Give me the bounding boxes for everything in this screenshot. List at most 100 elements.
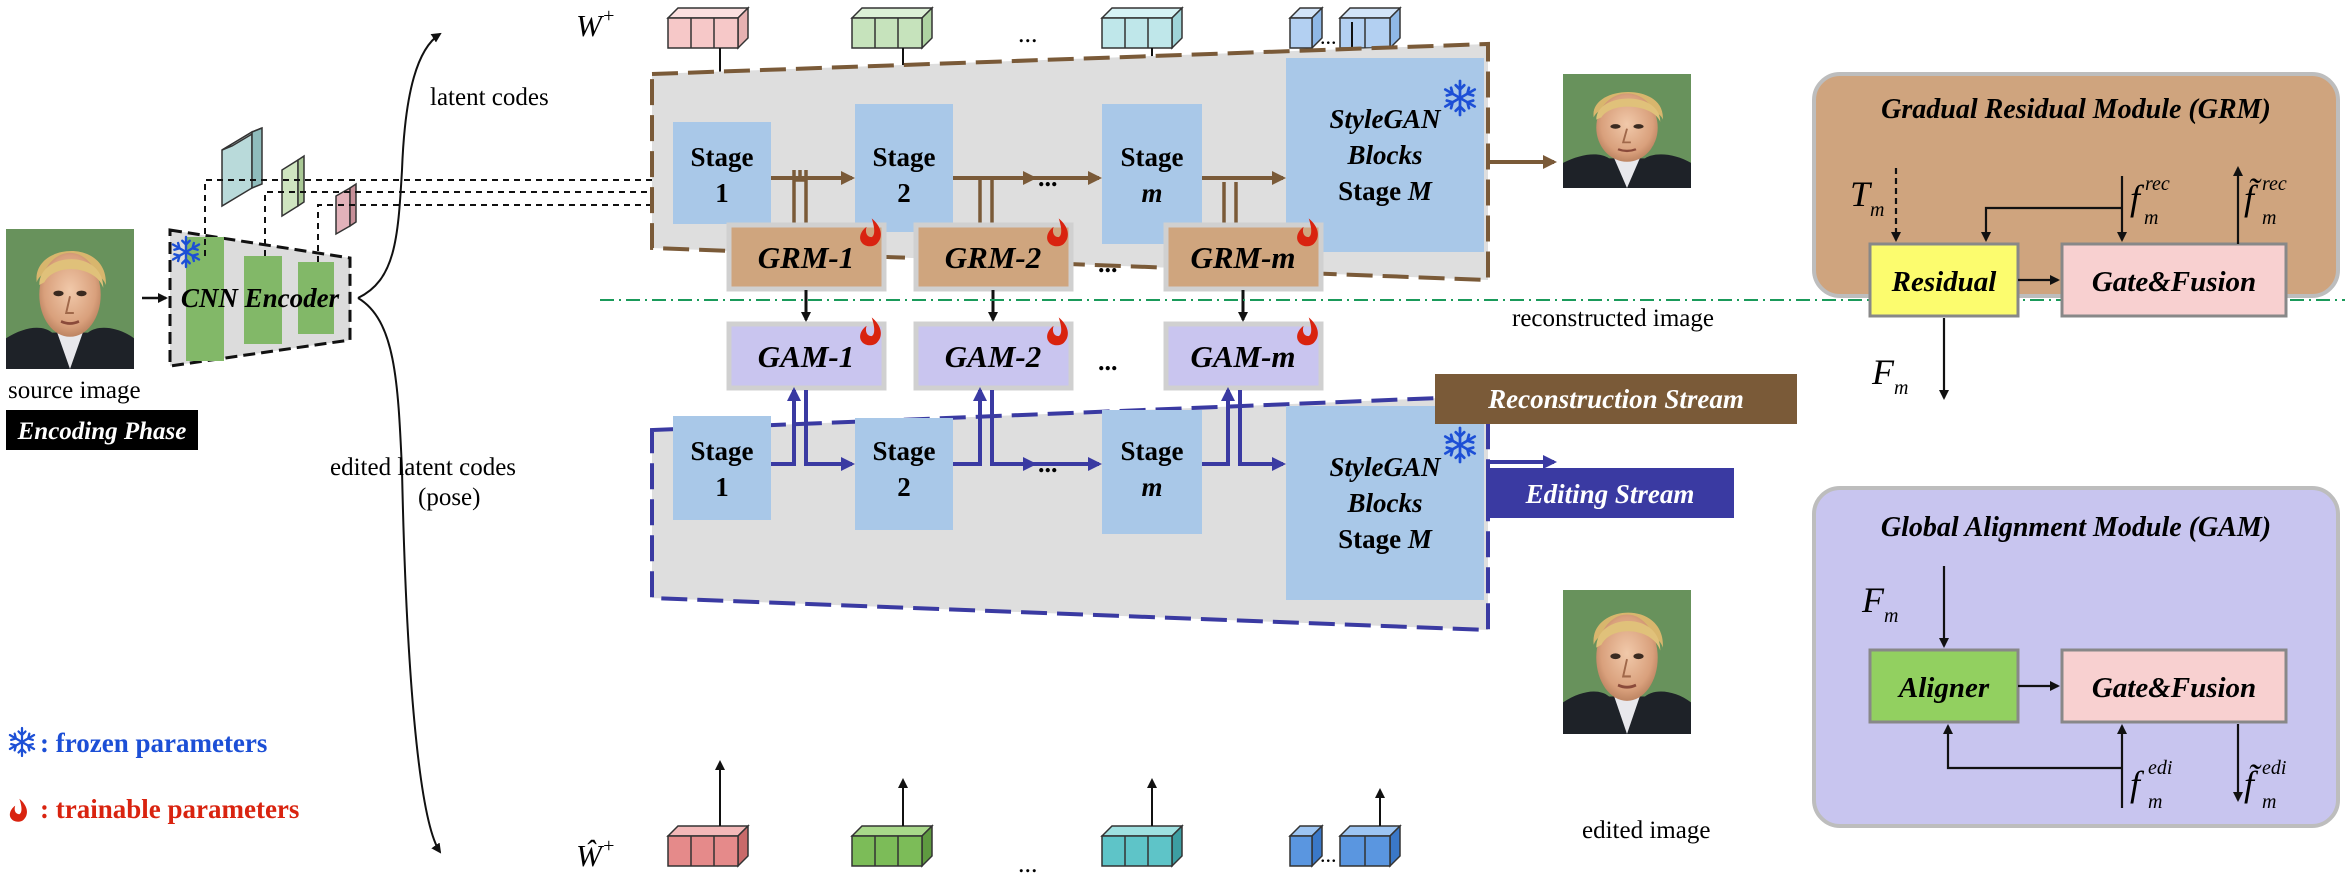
grm-to-gam-arrows bbox=[801, 290, 1248, 322]
svg-text:Stage: Stage bbox=[691, 436, 754, 466]
edited-image-label: edited image bbox=[1582, 817, 1710, 844]
svg-text:edi: edi bbox=[2262, 757, 2286, 779]
cnn-encoder-label: CNN Encoder bbox=[181, 283, 340, 313]
gam-2: GAM-2 bbox=[913, 317, 1074, 391]
legend-flame-icon bbox=[9, 798, 27, 822]
svg-text:...: ... bbox=[1320, 842, 1337, 867]
svg-text:Aligner: Aligner bbox=[1897, 672, 1990, 704]
svg-text:m: m bbox=[2262, 207, 2276, 229]
svg-text:Stage M: Stage M bbox=[1338, 176, 1433, 206]
svg-text:Blocks: Blocks bbox=[1346, 488, 1422, 518]
svg-text:rec: rec bbox=[2262, 173, 2287, 195]
reconstructed-image bbox=[1561, 72, 1693, 190]
edited-latent-cube-2 bbox=[850, 824, 934, 868]
gam-m: GAM-m bbox=[1163, 317, 1324, 391]
svg-text:edi: edi bbox=[2148, 757, 2172, 779]
svg-text:Fm: Fm bbox=[1861, 580, 1898, 627]
gam-panel: Global Alignment Module (GAM) Aligner Ga… bbox=[1812, 486, 2340, 828]
svg-text:m: m bbox=[2262, 791, 2276, 813]
svg-text:Stage: Stage bbox=[873, 142, 936, 172]
source-image bbox=[4, 227, 136, 371]
edited-latent-cube-1 bbox=[666, 824, 750, 868]
svg-text:1: 1 bbox=[715, 178, 729, 208]
encoding-phase-label: Encoding Phase bbox=[17, 418, 187, 445]
grm-panel-title: Gradual Residual Module (GRM) bbox=[1881, 94, 2271, 125]
svg-text:1: 1 bbox=[715, 472, 729, 502]
gam-ellipsis: ... bbox=[1098, 347, 1118, 376]
svg-text:GRM-m: GRM-m bbox=[1190, 240, 1295, 275]
grm-ellipsis: ... bbox=[1098, 249, 1118, 278]
svg-text:...: ... bbox=[1320, 24, 1337, 49]
svg-text:GAM-2: GAM-2 bbox=[945, 339, 1041, 374]
svg-text:GRM-1: GRM-1 bbox=[758, 240, 854, 275]
edit-stage-1 bbox=[673, 416, 771, 520]
svg-text:Blocks: Blocks bbox=[1346, 140, 1422, 170]
edit-ellipsis: ... bbox=[1038, 449, 1058, 478]
reconstruction-stream-label: Reconstruction Stream bbox=[1487, 384, 1744, 414]
aligner-block bbox=[1868, 648, 2020, 724]
svg-text:m: m bbox=[2148, 791, 2162, 813]
recon-stage-2 bbox=[855, 104, 953, 232]
feature-map-1 bbox=[221, 126, 263, 208]
edited-latent-cube-M: ... bbox=[1288, 824, 1402, 868]
edited-latent-codes-label: edited latent codes bbox=[330, 454, 516, 481]
gam-panel-title: Global Alignment Module (GAM) bbox=[1881, 512, 2271, 543]
w-plus-symbol: W+ bbox=[576, 5, 615, 43]
svg-text:2: 2 bbox=[897, 472, 911, 502]
svg-text:StyleGAN: StyleGAN bbox=[1330, 104, 1442, 134]
legend-snowflake-icon bbox=[8, 726, 36, 758]
recon-stage-m bbox=[1102, 104, 1202, 244]
reconstructed-image-label: reconstructed image bbox=[1512, 305, 1714, 332]
edited-image bbox=[1561, 588, 1693, 736]
svg-text:StyleGAN: StyleGAN bbox=[1330, 452, 1442, 482]
pose-label: (pose) bbox=[418, 484, 480, 511]
svg-text:m: m bbox=[2144, 207, 2158, 229]
latent-codes-label: latent codes bbox=[430, 84, 549, 111]
gate-fusion-block-grm bbox=[2060, 242, 2288, 318]
edit-stage-m bbox=[1102, 410, 1202, 534]
svg-text:Tm: Tm bbox=[1850, 174, 1884, 221]
latent-cube-1 bbox=[666, 6, 750, 50]
latent-cube-2 bbox=[850, 6, 934, 50]
w-hat-plus-symbol: Ŵ+ bbox=[576, 835, 615, 873]
latent-cube-M: ... bbox=[1288, 6, 1402, 50]
legend-trainable-label: : trainable parameters bbox=[40, 794, 299, 824]
grm-panel-arrows bbox=[1891, 166, 2243, 400]
grm-1: GRM-1 bbox=[726, 218, 887, 292]
svg-text:Stage: Stage bbox=[691, 142, 754, 172]
to-latent-codes-arrow bbox=[357, 32, 442, 299]
svg-text:Stage: Stage bbox=[873, 436, 936, 466]
editing-stream-label: Editing Stream bbox=[1525, 479, 1695, 509]
edit-stage-arrows bbox=[771, 387, 1557, 471]
feature-map-2 bbox=[281, 154, 305, 218]
cnn-encoder: CNN Encoder bbox=[168, 228, 352, 368]
svg-text:Gate&Fusion: Gate&Fusion bbox=[2092, 266, 2256, 298]
svg-text:Gate&Fusion: Gate&Fusion bbox=[2092, 672, 2256, 704]
svg-text:m: m bbox=[1141, 472, 1162, 502]
svg-text:Residual: Residual bbox=[1891, 266, 1998, 298]
source-image-label: source image bbox=[8, 377, 141, 404]
edited-latent-cube-m bbox=[1100, 824, 1184, 868]
reconstruction-stream-badge bbox=[1435, 374, 1797, 424]
svg-text:GAM-m: GAM-m bbox=[1190, 339, 1295, 374]
gam-1: GAM-1 bbox=[726, 317, 887, 391]
to-edited-latent-codes-arrow bbox=[357, 297, 442, 854]
legend-frozen-label: : frozen parameters bbox=[40, 728, 267, 758]
svg-text:Stage M: Stage M bbox=[1338, 524, 1433, 554]
svg-text:Stage: Stage bbox=[1121, 436, 1184, 466]
edit-stage-2 bbox=[855, 418, 953, 530]
svg-text:2: 2 bbox=[897, 178, 911, 208]
gate-fusion-block-gam bbox=[2060, 648, 2288, 724]
grm-2: GRM-2 bbox=[913, 218, 1074, 292]
svg-text:Fm: Fm bbox=[1871, 352, 1908, 399]
svg-text:Stage: Stage bbox=[1121, 142, 1184, 172]
svg-text:rec: rec bbox=[2145, 173, 2170, 195]
recon-grm-links bbox=[792, 170, 1238, 224]
latent-cube-m bbox=[1100, 6, 1184, 50]
recon-stage-1 bbox=[673, 122, 771, 224]
latent-ellipsis-top: ... bbox=[1018, 19, 1038, 48]
svg-text:m: m bbox=[1141, 178, 1162, 208]
grm-m: GRM-m bbox=[1163, 218, 1324, 292]
